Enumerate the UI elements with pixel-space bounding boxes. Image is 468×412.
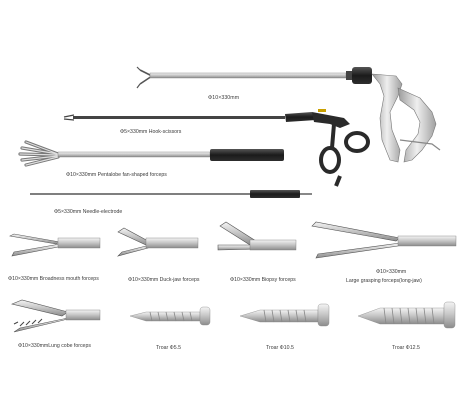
broadness-forceps-caption: Φ10×330mm Broadness mouth forceps xyxy=(8,276,99,282)
hook-scissors-caption: Φ5×330mm Hook-scissors xyxy=(120,129,182,135)
broadness-forceps-tip: Φ10×330mm Broadness mouth forceps xyxy=(8,233,101,282)
trocar-5-5-caption: Troar Φ5.5 xyxy=(156,345,181,351)
fan-forceps-instrument: Φ10×330mm Pentalobe fan-shaped forceps xyxy=(18,140,284,178)
large-grasping-name: Large grasping forceps(long-jaw) xyxy=(346,278,422,284)
biopsy-forceps-tip: Φ10×330mm Biopsy forceps xyxy=(217,221,297,283)
trocar-10-5: Troar Φ10.5 xyxy=(239,303,330,351)
trocar-12-5: Troar Φ12.5 xyxy=(357,301,456,351)
hook-scissors-instrument: Φ5×330mm Hook-scissors xyxy=(63,109,370,187)
needle-electrode-caption: Φ5×330mm Needle-electrode xyxy=(54,209,122,215)
biopsy-forceps-caption: Φ10×330mm Biopsy forceps xyxy=(230,277,296,283)
large-grasping-size: Φ10×330mm xyxy=(376,269,406,275)
grasper-caption: Φ10×330mm xyxy=(208,95,239,101)
duckjaw-forceps-caption: Φ10×330mm Duck-jaw forceps xyxy=(128,277,200,283)
large-grasping-forceps-tip: Φ10×330mm Large grasping forceps(long-ja… xyxy=(311,221,457,284)
lung-forceps-tip: Φ10×330mmLung cobe forceps xyxy=(11,299,101,349)
lung-forceps-caption: Φ10×330mmLung cobe forceps xyxy=(18,343,91,349)
trocar-5-5: Troar Φ5.5 xyxy=(129,306,211,351)
trocar-12-5-caption: Troar Φ12.5 xyxy=(392,345,420,351)
duckjaw-forceps-tip: Φ10×330mm Duck-jaw forceps xyxy=(116,227,200,283)
trocar-10-5-caption: Troar Φ10.5 xyxy=(266,345,294,351)
needle-electrode-instrument: Φ5×330mm Needle-electrode xyxy=(30,190,312,215)
fan-forceps-caption: Φ10×330mm Pentalobe fan-shaped forceps xyxy=(66,172,167,178)
grasper-instrument: Φ10×330mm xyxy=(136,66,441,163)
